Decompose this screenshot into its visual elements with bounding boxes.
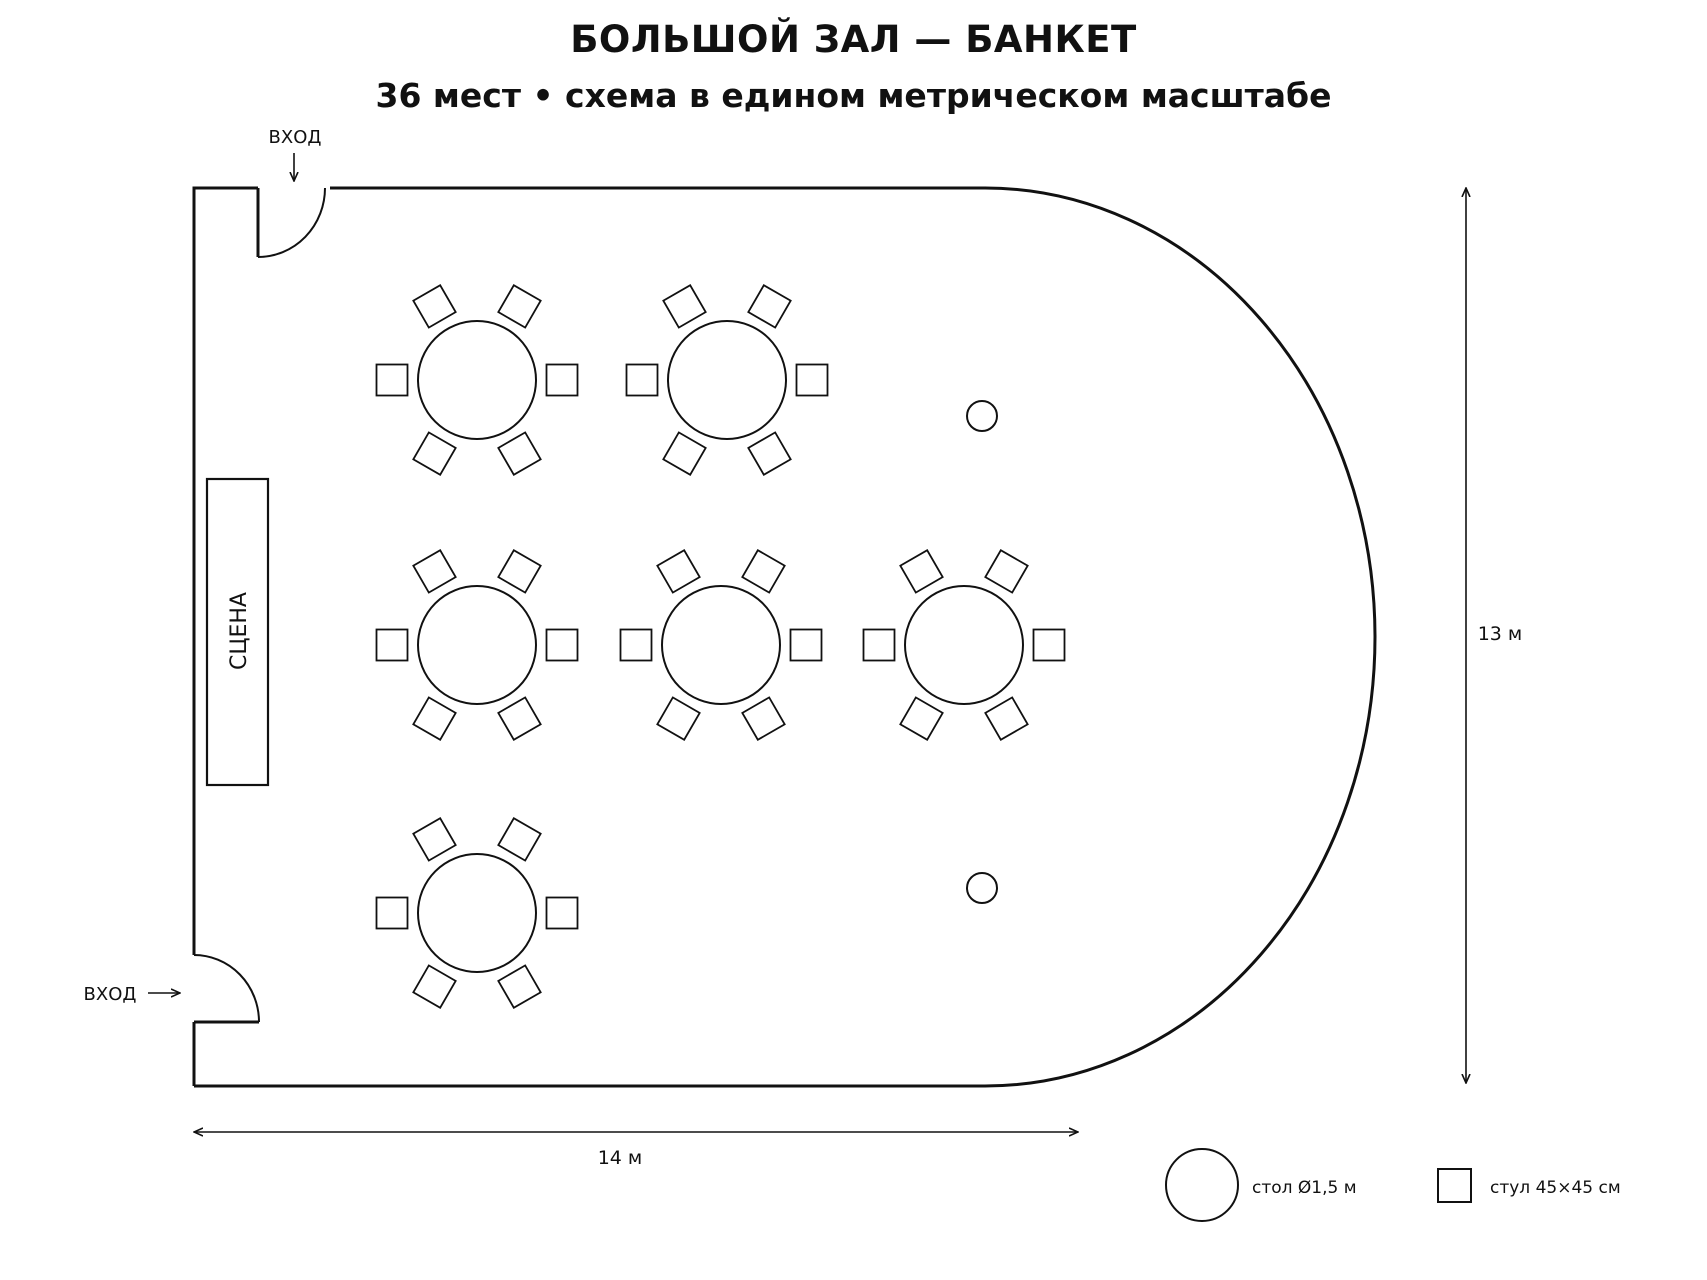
door-top[interactable] (256, 187, 326, 258)
chair[interactable] (412, 696, 457, 742)
chair[interactable] (545, 896, 579, 930)
chair[interactable] (899, 548, 944, 594)
width-dimension-label: 14 м (598, 1147, 643, 1169)
chair[interactable] (412, 816, 457, 862)
legend-chair-icon (1437, 1168, 1472, 1203)
chair[interactable] (741, 696, 786, 742)
chair[interactable] (899, 696, 944, 742)
legend-table-icon (1165, 1148, 1239, 1222)
table-group[interactable] (625, 283, 829, 477)
table-group[interactable] (375, 816, 579, 1010)
entrance-top-label: ВХОД (269, 127, 322, 148)
entrance-left-label: ВХОД (84, 984, 137, 1005)
hall-walls (192, 186, 1377, 1088)
chair[interactable] (545, 363, 579, 397)
chair[interactable] (497, 548, 542, 594)
wall-apse (984, 186, 1377, 1088)
table-group[interactable] (619, 548, 823, 742)
chair[interactable] (497, 696, 542, 742)
chair[interactable] (741, 548, 786, 594)
chair[interactable] (375, 628, 409, 662)
legend-chair-label: стул 45×45 см (1490, 1178, 1621, 1198)
column (966, 400, 998, 432)
stage-label: СЦЕНА (227, 592, 252, 670)
round-table[interactable] (667, 320, 787, 440)
chair[interactable] (656, 696, 701, 742)
legend: стол Ø1,5 м стул 45×45 см (1165, 1148, 1621, 1222)
round-table[interactable] (417, 853, 537, 973)
chair[interactable] (789, 628, 823, 662)
round-table[interactable] (417, 585, 537, 705)
chair[interactable] (412, 964, 457, 1010)
chair[interactable] (497, 816, 542, 862)
round-table[interactable] (661, 585, 781, 705)
chair[interactable] (619, 628, 653, 662)
chair[interactable] (984, 696, 1029, 742)
tables-layer (375, 283, 1066, 1010)
chair[interactable] (497, 964, 542, 1010)
page-title: БОЛЬШОЙ ЗАЛ — БАНКЕТ (570, 18, 1137, 61)
legend-table-label: стол Ø1,5 м (1252, 1178, 1357, 1198)
chair[interactable] (497, 283, 542, 329)
chair[interactable] (375, 896, 409, 930)
chair[interactable] (747, 283, 792, 329)
height-dimension-label: 13 м (1478, 623, 1523, 645)
chair[interactable] (862, 628, 896, 662)
chair[interactable] (412, 283, 457, 329)
chair[interactable] (747, 431, 792, 477)
table-group[interactable] (862, 548, 1066, 742)
chair[interactable] (656, 548, 701, 594)
chair[interactable] (662, 431, 707, 477)
page-subtitle: 36 мест • схема в едином метрическом мас… (375, 76, 1332, 115)
chair[interactable] (984, 548, 1029, 594)
wall-left-main (192, 186, 258, 955)
round-table[interactable] (417, 320, 537, 440)
column (966, 872, 998, 904)
table-group[interactable] (375, 548, 579, 742)
chair[interactable] (1032, 628, 1066, 662)
chair[interactable] (497, 431, 542, 477)
chair[interactable] (545, 628, 579, 662)
chair[interactable] (412, 548, 457, 594)
chair[interactable] (375, 363, 409, 397)
table-group[interactable] (375, 283, 579, 477)
round-table[interactable] (904, 585, 1024, 705)
chair[interactable] (412, 431, 457, 477)
chair[interactable] (795, 363, 829, 397)
door-left[interactable] (193, 954, 260, 1024)
stage (205, 477, 270, 787)
chair[interactable] (625, 363, 659, 397)
chair[interactable] (662, 283, 707, 329)
